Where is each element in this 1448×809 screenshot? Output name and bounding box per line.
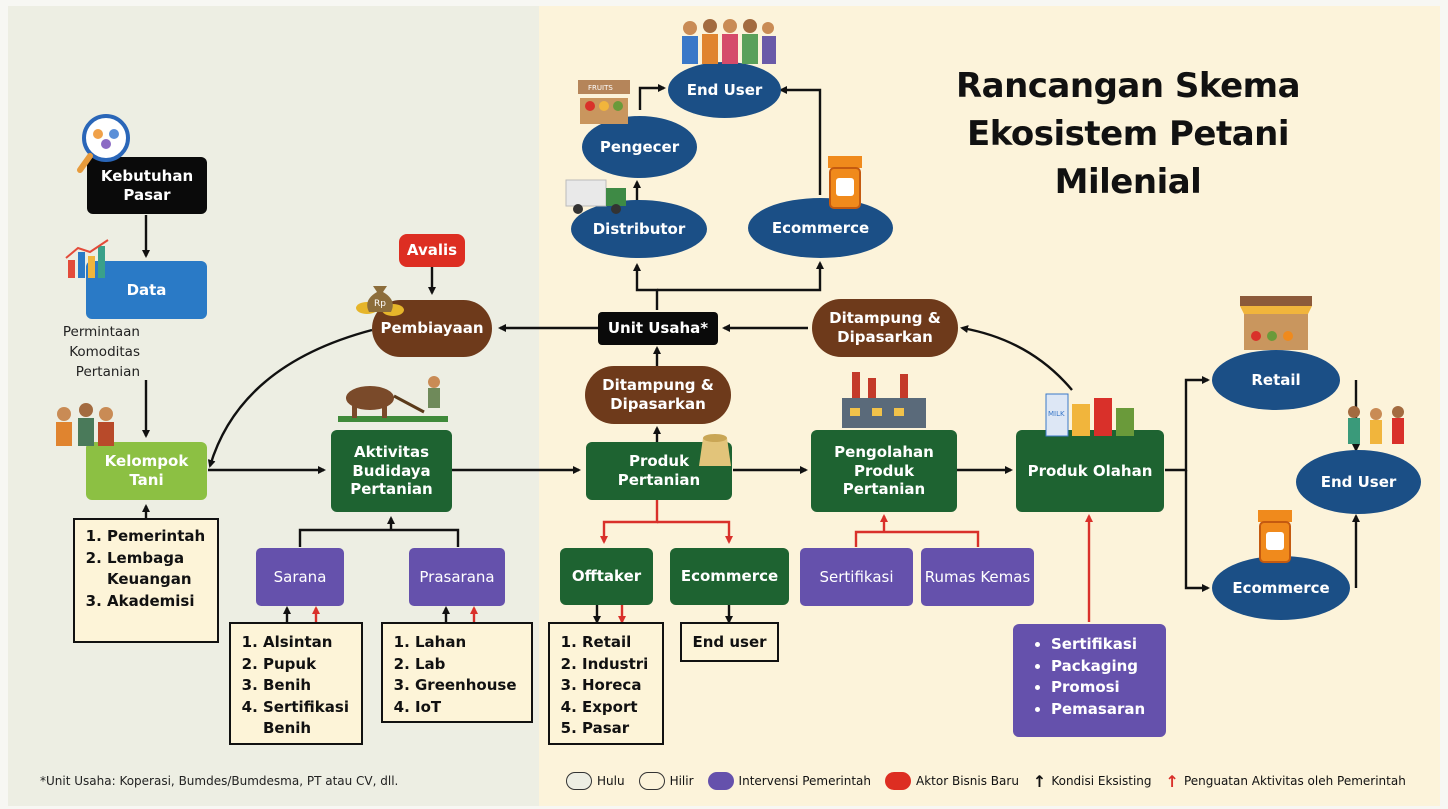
offtaker-box: Offtaker [560, 548, 653, 605]
pengecer-ellipse: Pengecer [582, 116, 697, 178]
kelompok-item-3: Akademisi [107, 591, 209, 613]
title-line-1: Rancangan Skema [955, 66, 1301, 106]
sarana-list: Alsintan Pupuk Benih Sertifikasi Benih [229, 622, 363, 745]
ecommerce-shop-icon-right [1258, 510, 1292, 563]
data-box: Data [86, 261, 207, 319]
legend-aktor: Aktor Bisnis Baru [885, 772, 1019, 790]
sarana-item-4: Sertifikasi Benih [263, 697, 353, 740]
offtaker-item-3: Horeca [582, 675, 654, 697]
prasarana-list: Lahan Lab Greenhouse IoT [381, 622, 533, 723]
olahan-list: Sertifikasi Packaging Promosi Pemasaran [1013, 624, 1166, 737]
legend-aktor-swatch [885, 772, 912, 790]
factory-icon [842, 372, 926, 428]
bar-chart-icon [65, 239, 109, 278]
footnote: *Unit Usaha: Koperasi, Bumdes/Bumdesma, … [40, 774, 399, 788]
sarana-box: Sarana [256, 548, 344, 606]
olahan-item-1: Sertifikasi [1051, 634, 1154, 656]
ditampung-box-2: Ditampung & Dipasarkan [812, 299, 958, 357]
delivery-truck-icon [565, 179, 626, 214]
legend-penguatan-label: Penguatan Aktivitas oleh Pemerintah [1183, 774, 1406, 788]
rumas-kemas-box: Rumas Kemas [921, 548, 1034, 606]
distributor-ellipse: Distributor [571, 200, 707, 258]
legend-intervensi-swatch [707, 772, 734, 790]
prasarana-box: Prasarana [409, 548, 505, 606]
offtaker-item-5: Pasar [582, 718, 654, 740]
legend-kondisi: ↑ Kondisi Eksisting [1033, 772, 1152, 791]
farmer-ox-icon [338, 376, 448, 422]
farmer-group-icon [56, 403, 114, 446]
avalis-box: Avalis [399, 234, 465, 267]
sertifikasi-box: Sertifikasi [800, 548, 913, 606]
olahan-item-4: Pemasaran [1051, 699, 1154, 721]
title-line-2: Ekosistem Petani Milenial [966, 114, 1290, 202]
ecommerce-right-ellipse: Ecommerce [1212, 556, 1350, 620]
offtaker-item-2: Industri [582, 654, 654, 676]
kelompok-item-1: Pemerintah [107, 526, 209, 548]
kelompok-list: Pemerintah Lembaga Keuangan Akademisi [73, 518, 219, 643]
olahan-item-3: Promosi [1051, 677, 1154, 699]
offtaker-item-4: Export [582, 697, 654, 719]
processed-products-label: MILK [1048, 410, 1065, 418]
prasarana-item-1: Lahan [415, 632, 523, 654]
fruit-stall-icon: FRUITS [578, 80, 630, 124]
legend-intervensi-label: Intervensi Pemerintah [738, 774, 872, 788]
sarana-item-2: Pupuk [263, 654, 353, 676]
legend: Hulu Hilir Intervensi Pemerintah Aktor B… [566, 768, 1420, 794]
prasarana-item-3: Greenhouse [415, 675, 523, 697]
retail-ellipse: Retail [1212, 350, 1340, 410]
black-arrow-icon: ↑ [1032, 771, 1047, 791]
legend-hulu: Hulu [566, 772, 625, 790]
prasarana-item-4: IoT [415, 697, 523, 719]
family-icon [1348, 406, 1404, 444]
diagram-title: Rancangan Skema Ekosistem Petani Milenia… [888, 62, 1368, 206]
aktivitas-budidaya-box: Aktivitas Budidaya Pertanian [331, 430, 452, 512]
kelompok-tani-box: Kelompok Tani [86, 442, 207, 500]
olahan-item-2: Packaging [1051, 656, 1154, 678]
red-arrow-icon: ↑ [1165, 771, 1179, 791]
end-user-right-ellipse: End User [1296, 450, 1421, 514]
prasarana-item-2: Lab [415, 654, 523, 676]
fruit-stall-sign: FRUITS [588, 84, 613, 92]
legend-hilir-label: Hilir [669, 774, 694, 788]
produk-olahan-box: Produk Olahan [1016, 430, 1164, 512]
kebutuhan-pasar-box: Kebutuhan Pasar [87, 157, 207, 214]
money-bag-icon: Rp [356, 286, 404, 316]
ditampung-box-1: Ditampung & Dipasarkan [585, 366, 731, 424]
offtaker-item-1: Retail [582, 632, 654, 654]
processed-products-icon: MILK [1045, 393, 1134, 437]
pengolahan-box: Pengolahan Produk Pertanian [811, 430, 957, 512]
sarana-item-3: Benih [263, 675, 353, 697]
legend-hulu-label: Hulu [597, 774, 625, 788]
market-search-icon [77, 114, 130, 173]
end-user-top-ellipse: End User [668, 62, 781, 118]
crowd-icon [682, 19, 776, 64]
retail-stall-icon [1240, 296, 1312, 350]
ecommerce-box-mid: Ecommerce [670, 548, 789, 605]
kelompok-item-2: Lembaga Keuangan [107, 548, 209, 591]
legend-hilir: Hilir [638, 772, 694, 790]
legend-penguatan: ↑ Penguatan Aktivitas oleh Pemerintah [1166, 772, 1406, 791]
money-bag-label: Rp [374, 299, 386, 309]
ecommerce-top-ellipse: Ecommerce [748, 198, 893, 258]
legend-hilir-swatch [638, 772, 665, 790]
legend-intervensi: Intervensi Pemerintah [707, 772, 872, 790]
legend-hulu-swatch [566, 772, 592, 790]
offtaker-list: Retail Industri Horeca Export Pasar [548, 622, 664, 745]
legend-aktor-label: Aktor Bisnis Baru [916, 774, 1019, 788]
ecommerce-shop-icon-top [828, 156, 862, 209]
sarana-item-1: Alsintan [263, 632, 353, 654]
legend-kondisi-label: Kondisi Eksisting [1051, 774, 1152, 788]
end-user-box: End user [680, 622, 779, 662]
unit-usaha-box: Unit Usaha* [598, 312, 718, 345]
permintaan-label: Permintaan Komoditas Pertanian [62, 324, 140, 380]
grain-sack-icon [699, 434, 731, 466]
